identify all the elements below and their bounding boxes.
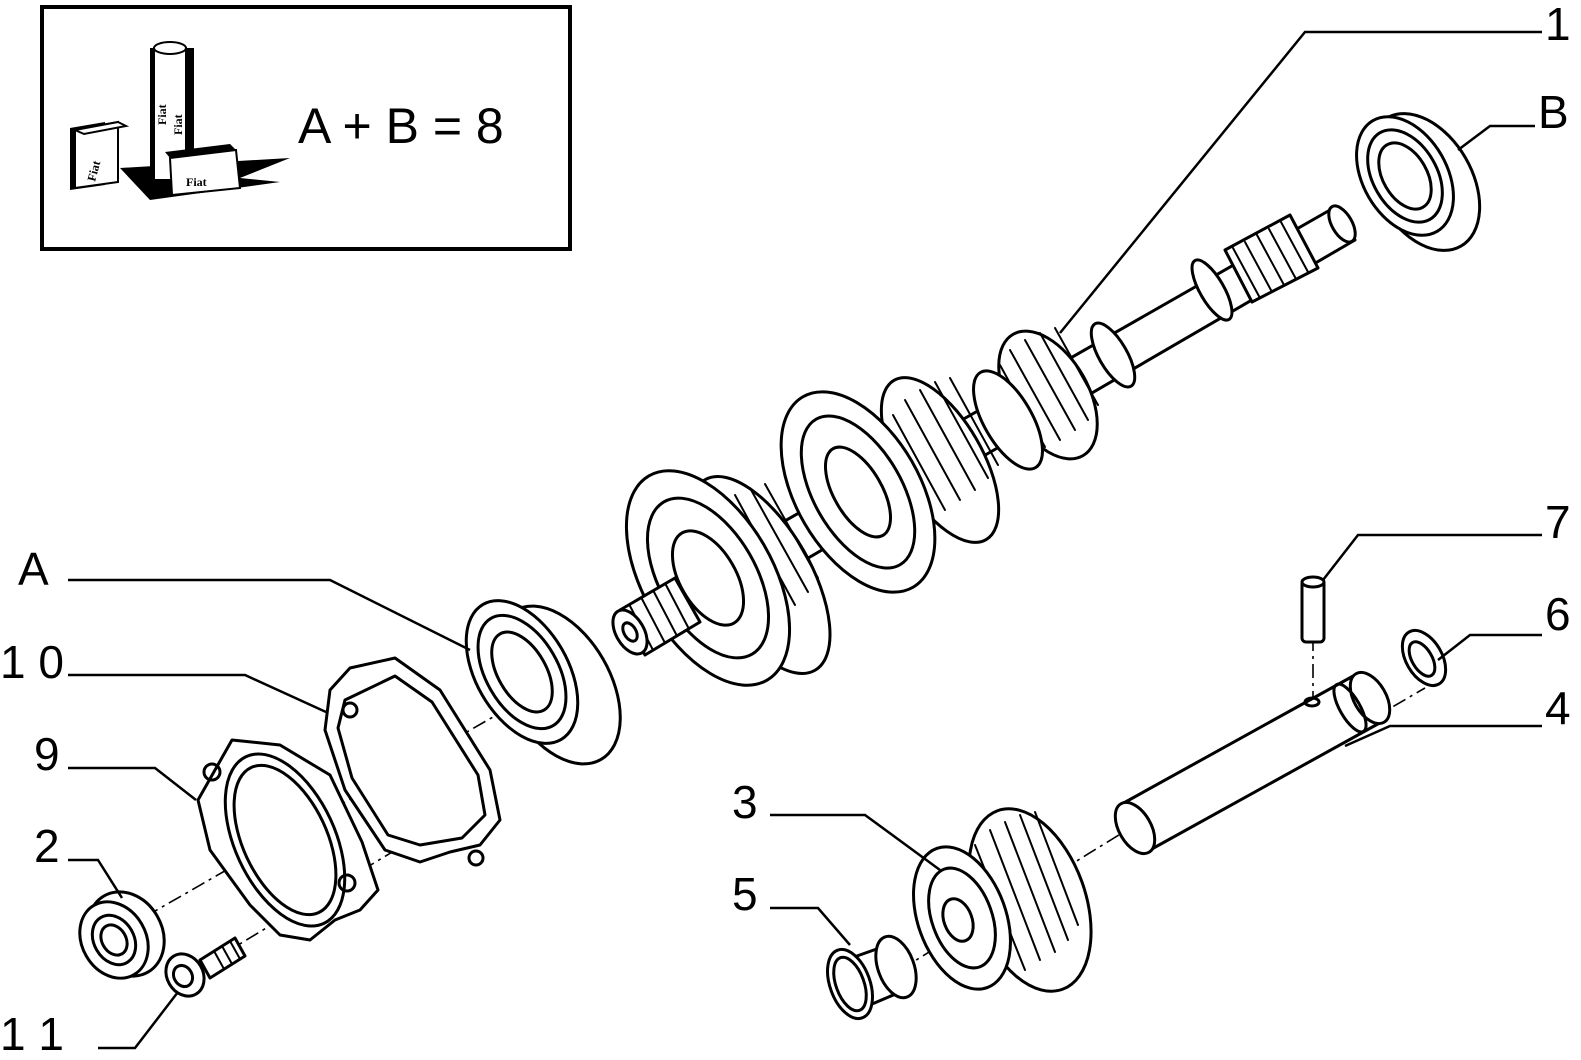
label-part-2: 2 <box>34 820 60 872</box>
label-part-a: A <box>18 543 49 595</box>
logo-text-1: Fiat <box>155 104 169 125</box>
label-part-9: 9 <box>34 728 60 780</box>
gasket <box>323 656 502 867</box>
label-part-4: 4 <box>1545 682 1571 734</box>
legend-formula: A + B = 8 <box>298 98 504 154</box>
label-part-11: 1 1 <box>0 1008 64 1060</box>
thrust-washer <box>1400 629 1448 687</box>
logo-text-4: Fiat <box>186 175 207 189</box>
label-part-b: B <box>1538 86 1569 138</box>
bolt <box>164 936 247 998</box>
label-part-7: 7 <box>1545 496 1571 548</box>
label-part-5: 5 <box>732 868 758 920</box>
lubricant-logo-icon: Fiat Fiat Fiat Fiat <box>70 41 290 200</box>
label-part-3: 3 <box>732 776 758 828</box>
bearing-b <box>1355 112 1482 252</box>
layshaft <box>1113 670 1392 856</box>
leader-lines <box>68 30 1542 1050</box>
bearing-a <box>464 599 622 766</box>
roll-pin <box>1300 575 1326 644</box>
legend-box: Fiat Fiat Fiat Fiat A + B = 8 <box>40 5 572 251</box>
oil-seal <box>78 890 166 980</box>
label-part-6: 6 <box>1545 588 1571 640</box>
logo-text-2: Fiat <box>171 114 185 135</box>
idler-gear <box>912 807 1093 993</box>
bushing <box>826 934 918 1021</box>
label-part-1: 1 <box>1545 0 1571 50</box>
main-shaft-assembly <box>611 204 1357 687</box>
cover-plate <box>196 738 380 942</box>
logo-text-3: Fiat <box>84 159 103 183</box>
label-part-10: 1 0 <box>0 636 64 688</box>
